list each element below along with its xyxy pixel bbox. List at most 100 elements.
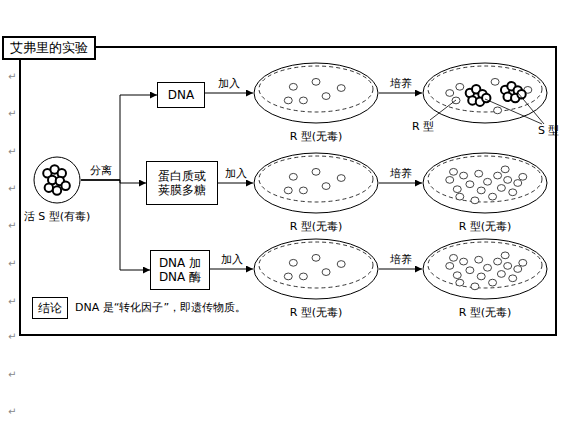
r-cell <box>312 168 320 175</box>
paragraph-mark: ↵ <box>8 182 16 195</box>
r-cell <box>312 254 320 261</box>
bacteria-cells <box>446 252 527 290</box>
r-cell <box>322 269 330 276</box>
conclusion-box: 结论 <box>32 297 68 319</box>
r-cell <box>450 168 458 175</box>
r-cell <box>494 107 502 114</box>
r-cell <box>289 83 297 90</box>
r-cell <box>284 273 292 280</box>
edge-label: 加入 <box>225 167 247 180</box>
r-cell <box>484 178 492 185</box>
r-cell <box>491 78 499 85</box>
r-cell <box>289 173 297 180</box>
edge-label: 分离 <box>90 164 112 177</box>
substance-box: DNA 加 DNA 酶 <box>150 250 210 290</box>
r-cell <box>289 259 297 266</box>
r-cell <box>450 254 458 261</box>
dish-lid <box>428 156 542 202</box>
r-cell <box>504 263 512 270</box>
bacteria-cells <box>284 168 345 193</box>
r-cell <box>497 271 505 278</box>
edge-label: 培养 <box>390 167 412 180</box>
caption-text: R 型(无毒) <box>290 306 343 319</box>
paragraph-mark: ↵ <box>8 295 16 308</box>
r-cell <box>299 97 307 104</box>
title-box: 艾弗里的实验 <box>2 36 96 60</box>
dish-outline <box>422 152 548 214</box>
bacteria-cells <box>43 165 70 195</box>
paragraph-mark: ↵ <box>8 257 16 270</box>
petri-dish: R 型(无毒) <box>253 62 379 124</box>
r-cell <box>460 258 468 265</box>
petri-dish: R 型(无毒) <box>253 238 379 300</box>
culture-outline <box>34 157 80 203</box>
r-cell <box>475 170 483 177</box>
caption-text: 活 S 型(有毒) <box>24 210 91 223</box>
r-cell <box>501 252 509 259</box>
r-cell <box>475 256 483 263</box>
dish-outline <box>422 62 548 124</box>
arrow-connector <box>379 269 422 270</box>
box-text: DNA 加 DNA 酶 <box>155 256 205 284</box>
dish-rim <box>423 63 547 123</box>
r-cell <box>509 275 517 282</box>
r-cell <box>514 180 522 187</box>
r-cell <box>284 187 292 194</box>
arrow-connector <box>81 180 150 270</box>
r-cell <box>337 175 345 182</box>
caption-text: R 型(无毒) <box>290 220 343 233</box>
callout-label: S 型 <box>538 124 559 137</box>
r-cell <box>453 272 461 279</box>
paragraph-mark: ↵ <box>8 330 16 343</box>
r-cell <box>497 185 505 192</box>
dish-outline <box>253 238 379 300</box>
paragraph-mark: ↵ <box>8 219 16 232</box>
dish-outline <box>422 238 548 300</box>
r-cell <box>477 187 485 194</box>
r-cell <box>484 264 492 271</box>
leader-line <box>518 93 544 124</box>
dish-rim <box>254 239 378 299</box>
r-cell <box>299 187 307 194</box>
dish-lid <box>428 242 542 288</box>
r-cell <box>446 177 454 184</box>
dish-lid <box>259 156 373 202</box>
arrow-connector <box>379 93 422 94</box>
bacteria-culture-circle: 活 S 型(有毒) <box>33 156 81 204</box>
r-cell <box>460 172 468 179</box>
arrow-connector <box>210 269 253 270</box>
box-text: 蛋白质或 荚膜多糖 <box>151 169 213 197</box>
box-text: DNA <box>168 88 194 102</box>
dish-lid <box>428 66 542 112</box>
r-cell <box>489 193 497 200</box>
dish-outline <box>253 152 379 214</box>
r-cell <box>466 267 474 274</box>
conclusion-text: DNA 是“转化因子”，即遗传物质。 <box>75 301 246 314</box>
r-cell <box>509 189 517 196</box>
arrow-connector <box>379 183 422 184</box>
r-cell <box>284 97 292 104</box>
paragraph-mark: ↵ <box>8 405 16 418</box>
edge-label: 培养 <box>390 77 412 90</box>
edge-label: 加入 <box>221 253 243 266</box>
s-cell <box>45 183 53 191</box>
r-cell <box>494 172 502 179</box>
r-cell <box>477 273 485 280</box>
r-cell <box>519 173 527 180</box>
edge-label: 加入 <box>218 77 240 90</box>
r-cell <box>312 78 320 85</box>
paragraph-mark: ↵ <box>8 70 16 83</box>
dish-rim <box>254 153 378 213</box>
outer-frame <box>20 47 556 335</box>
paragraph-mark: ↵ <box>8 107 16 120</box>
dish-rim <box>423 153 547 213</box>
r-cell <box>322 93 330 100</box>
r-cell <box>471 197 479 204</box>
callout-label: R 型 <box>412 120 434 133</box>
r-cell <box>446 263 454 270</box>
r-cell <box>504 177 512 184</box>
s-cell <box>61 182 69 190</box>
caption-text: R 型(无毒) <box>459 306 512 319</box>
caption-text: R 型(无毒) <box>290 130 343 143</box>
